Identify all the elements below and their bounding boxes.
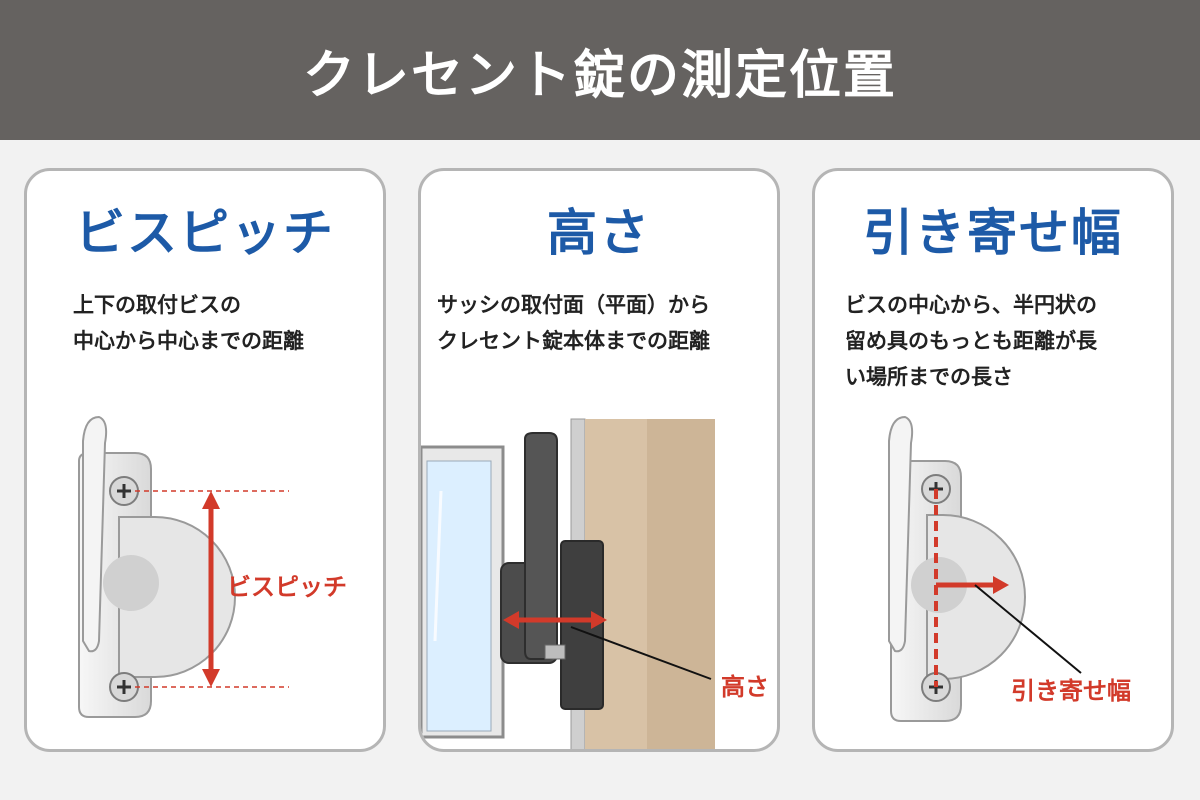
leader-line (974, 584, 1082, 674)
arrow-head-down-icon (202, 669, 220, 687)
screw-bottom-icon (109, 672, 139, 702)
card-title: ビスピッチ (75, 204, 335, 262)
crescent-lock-width-illustration: 引き寄せ幅 (888, 415, 1131, 722)
desc-line: クレセント錠本体までの距離 (437, 329, 710, 353)
arrow-head-right-icon (993, 576, 1009, 594)
arrow-head-up-icon (202, 491, 220, 509)
screw-top-icon (109, 476, 139, 506)
card-title: 高さ (547, 204, 651, 262)
leader-line (570, 626, 712, 680)
card-height: 高さ サッシの取付面（平面）から クレセント錠本体までの距離 高さ (418, 168, 780, 752)
card-description: サッシの取付面（平面）から クレセント錠本体までの距離 (437, 287, 777, 359)
arrow-head-left-icon (503, 611, 519, 629)
callout-label: 高さ (721, 673, 769, 701)
arrow-head-right-icon (591, 611, 607, 629)
desc-line: 中心から中心までの距離 (73, 329, 304, 353)
crescent-cam (118, 516, 236, 678)
card-description: 上下の取付ビスの 中心から中心までの距離 (73, 287, 373, 359)
desc-line: サッシの取付面（平面）から (437, 293, 710, 317)
crescent-lock-front-illustration: ビスピッチ (78, 415, 347, 718)
card-draw-width: 引き寄せ幅 ビスの中心から、半円状の 留め具のもっとも距離が長 い場所までの長さ (812, 168, 1174, 752)
desc-line: い場所までの長さ (845, 365, 1013, 389)
lock-mount-block (560, 540, 604, 710)
crescent-cam (926, 514, 1026, 680)
desc-line: ビスの中心から、半円状の (845, 293, 1097, 317)
desc-line: 留め具のもっとも距離が長 (845, 329, 1097, 353)
card-screw-pitch: ビスピッチ 上下の取付ビスの 中心から中心までの距離 (24, 168, 386, 752)
callout-label: ビスピッチ (227, 573, 347, 601)
page-title: クレセント錠の測定位置 (302, 45, 897, 106)
desc-line: 上下の取付ビスの (73, 293, 241, 317)
card-title: 引き寄せ幅 (863, 204, 1123, 262)
cam-hub (103, 555, 159, 611)
lever-handle (888, 415, 914, 653)
lock-lever (524, 432, 558, 660)
callout-label: 引き寄せ幅 (1011, 677, 1131, 705)
lever-handle (82, 415, 108, 653)
crescent-lock-side-illustration: 高さ (421, 418, 769, 749)
card-description: ビスの中心から、半円状の 留め具のもっとも距離が長 い場所までの長さ (845, 287, 1155, 395)
header-banner: クレセント錠の測定位置 (0, 0, 1200, 140)
